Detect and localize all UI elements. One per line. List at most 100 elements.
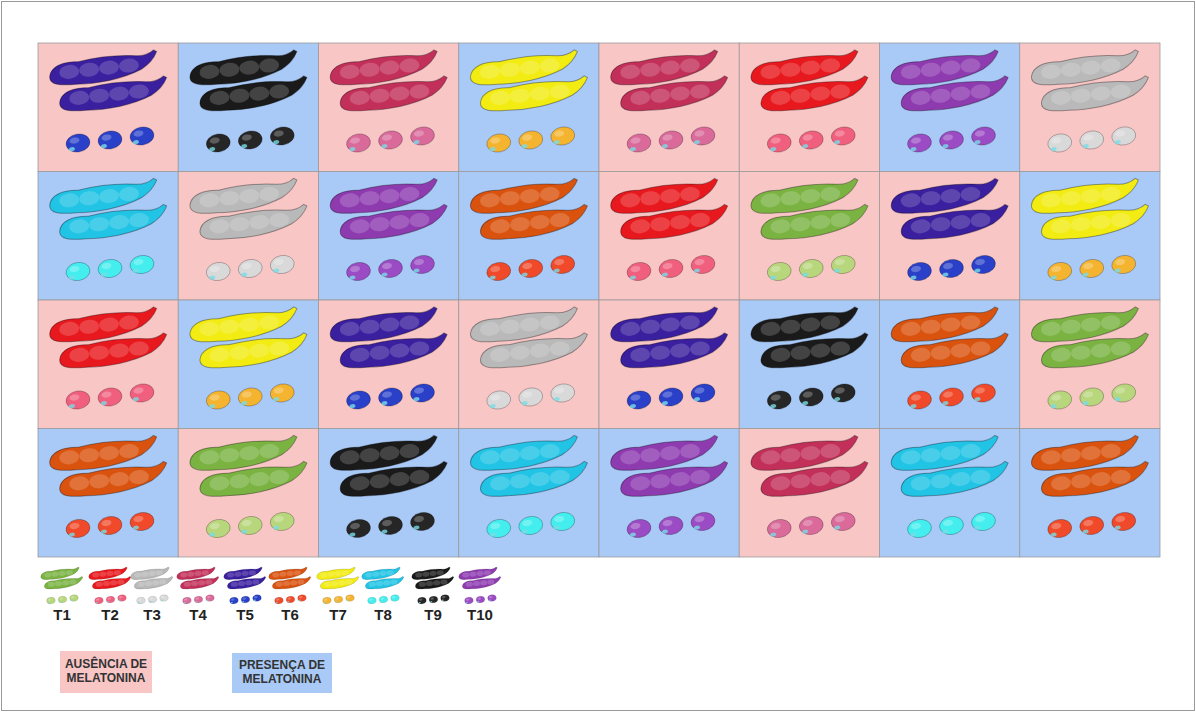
pod: [899, 461, 1010, 499]
pod-lobe: [800, 60, 821, 76]
plot-cell: [880, 43, 1020, 172]
seed: [274, 597, 284, 605]
pod-lobe: [399, 186, 420, 202]
pod: [759, 204, 870, 242]
seed-shine: [911, 137, 922, 145]
pod-lobe: [1060, 447, 1081, 463]
pod: [619, 461, 730, 499]
pod-lobe: [910, 90, 931, 106]
seed-hilum: [1082, 144, 1089, 149]
pod-lobe: [1060, 62, 1081, 78]
pod-lobe: [819, 58, 840, 74]
seed-shine: [209, 522, 220, 530]
seed: [485, 132, 512, 154]
seed-shine: [802, 262, 813, 270]
seed-shine: [1051, 394, 1062, 402]
pod-lobe: [199, 321, 220, 337]
seed: [117, 594, 127, 602]
pod-lobe: [409, 84, 430, 100]
seed-hilum: [349, 404, 356, 409]
pod-lobe: [268, 212, 289, 228]
pod: [198, 76, 309, 114]
pod-lobe: [118, 315, 139, 331]
seed: [46, 597, 56, 605]
seed: [487, 594, 497, 602]
pod-lobe: [790, 473, 811, 489]
treatment-label: T5: [236, 606, 254, 623]
pod-lobe: [409, 469, 430, 485]
pod-lobe: [679, 443, 700, 459]
pod-lobe: [436, 570, 444, 576]
seed-body: [440, 594, 450, 602]
pod: [227, 576, 267, 590]
seed-shine: [834, 387, 845, 395]
pod-lobe: [145, 581, 153, 587]
pod-lobe: [519, 188, 540, 204]
seed-shine: [522, 262, 533, 270]
pod-lobe: [88, 88, 109, 104]
seed-shine: [1115, 515, 1126, 523]
seed-shine: [943, 519, 954, 527]
seed: [476, 596, 486, 604]
seed-shine: [834, 515, 845, 523]
seed-hilum: [974, 268, 981, 273]
seed-hilum: [770, 275, 777, 280]
seed-hilum: [69, 275, 76, 280]
seed-hilum: [770, 404, 777, 409]
plot-cell: [739, 429, 879, 558]
pod-lobe: [760, 64, 781, 80]
seed: [65, 261, 92, 283]
legend-text: AUSÊNCIA DE MELATONINA: [62, 658, 150, 686]
seed-body: [377, 258, 404, 280]
seed-shine: [101, 519, 112, 527]
seed: [129, 382, 156, 404]
seed: [136, 597, 146, 605]
seed-shine: [299, 596, 303, 599]
pod-lobe: [800, 317, 821, 333]
pod-lobe: [1040, 449, 1061, 465]
seed: [938, 386, 965, 408]
pod-lobe: [118, 443, 139, 459]
bean-illustration: [749, 178, 870, 282]
seed-shine: [770, 394, 781, 402]
pod-lobe: [98, 60, 119, 76]
pod-lobe: [69, 475, 90, 491]
pod-lobe: [201, 570, 209, 576]
pod: [338, 76, 449, 114]
pod-lobe: [88, 216, 109, 232]
bean-illustration: [188, 435, 309, 539]
seed-body: [906, 261, 933, 283]
pod-lobe: [970, 341, 991, 357]
seed-shine: [442, 596, 446, 599]
seed-body: [345, 594, 355, 602]
pod-lobe: [950, 214, 971, 230]
pod-lobe: [249, 343, 270, 359]
bean-illustration: [469, 307, 590, 411]
seed: [766, 261, 793, 283]
pod-shell: [198, 333, 309, 371]
seed-shine: [975, 387, 986, 395]
bean-illustration: [458, 567, 502, 605]
pod-lobe: [760, 321, 781, 337]
pod-lobe: [639, 447, 660, 463]
pod-lobe: [96, 581, 104, 587]
pod-lobe: [339, 321, 360, 337]
seed-body: [485, 518, 512, 540]
seed-hilum: [107, 601, 109, 603]
bean-illustration: [1030, 178, 1151, 282]
bean-illustration: [889, 50, 1010, 154]
pod-lobe: [209, 347, 230, 363]
pod-lobe: [155, 570, 163, 576]
pod-lobe: [365, 572, 373, 578]
seed-body: [476, 596, 486, 604]
seed-body: [690, 511, 717, 533]
pod-lobe: [770, 347, 791, 363]
seed-shine: [770, 265, 781, 273]
seed-shine: [69, 137, 80, 145]
pod-lobe: [649, 216, 670, 232]
seed-body: [626, 261, 653, 283]
seed-hilum: [1050, 275, 1057, 280]
seed-shine: [48, 598, 52, 601]
seed-hilum: [242, 601, 244, 603]
pod: [759, 333, 870, 371]
